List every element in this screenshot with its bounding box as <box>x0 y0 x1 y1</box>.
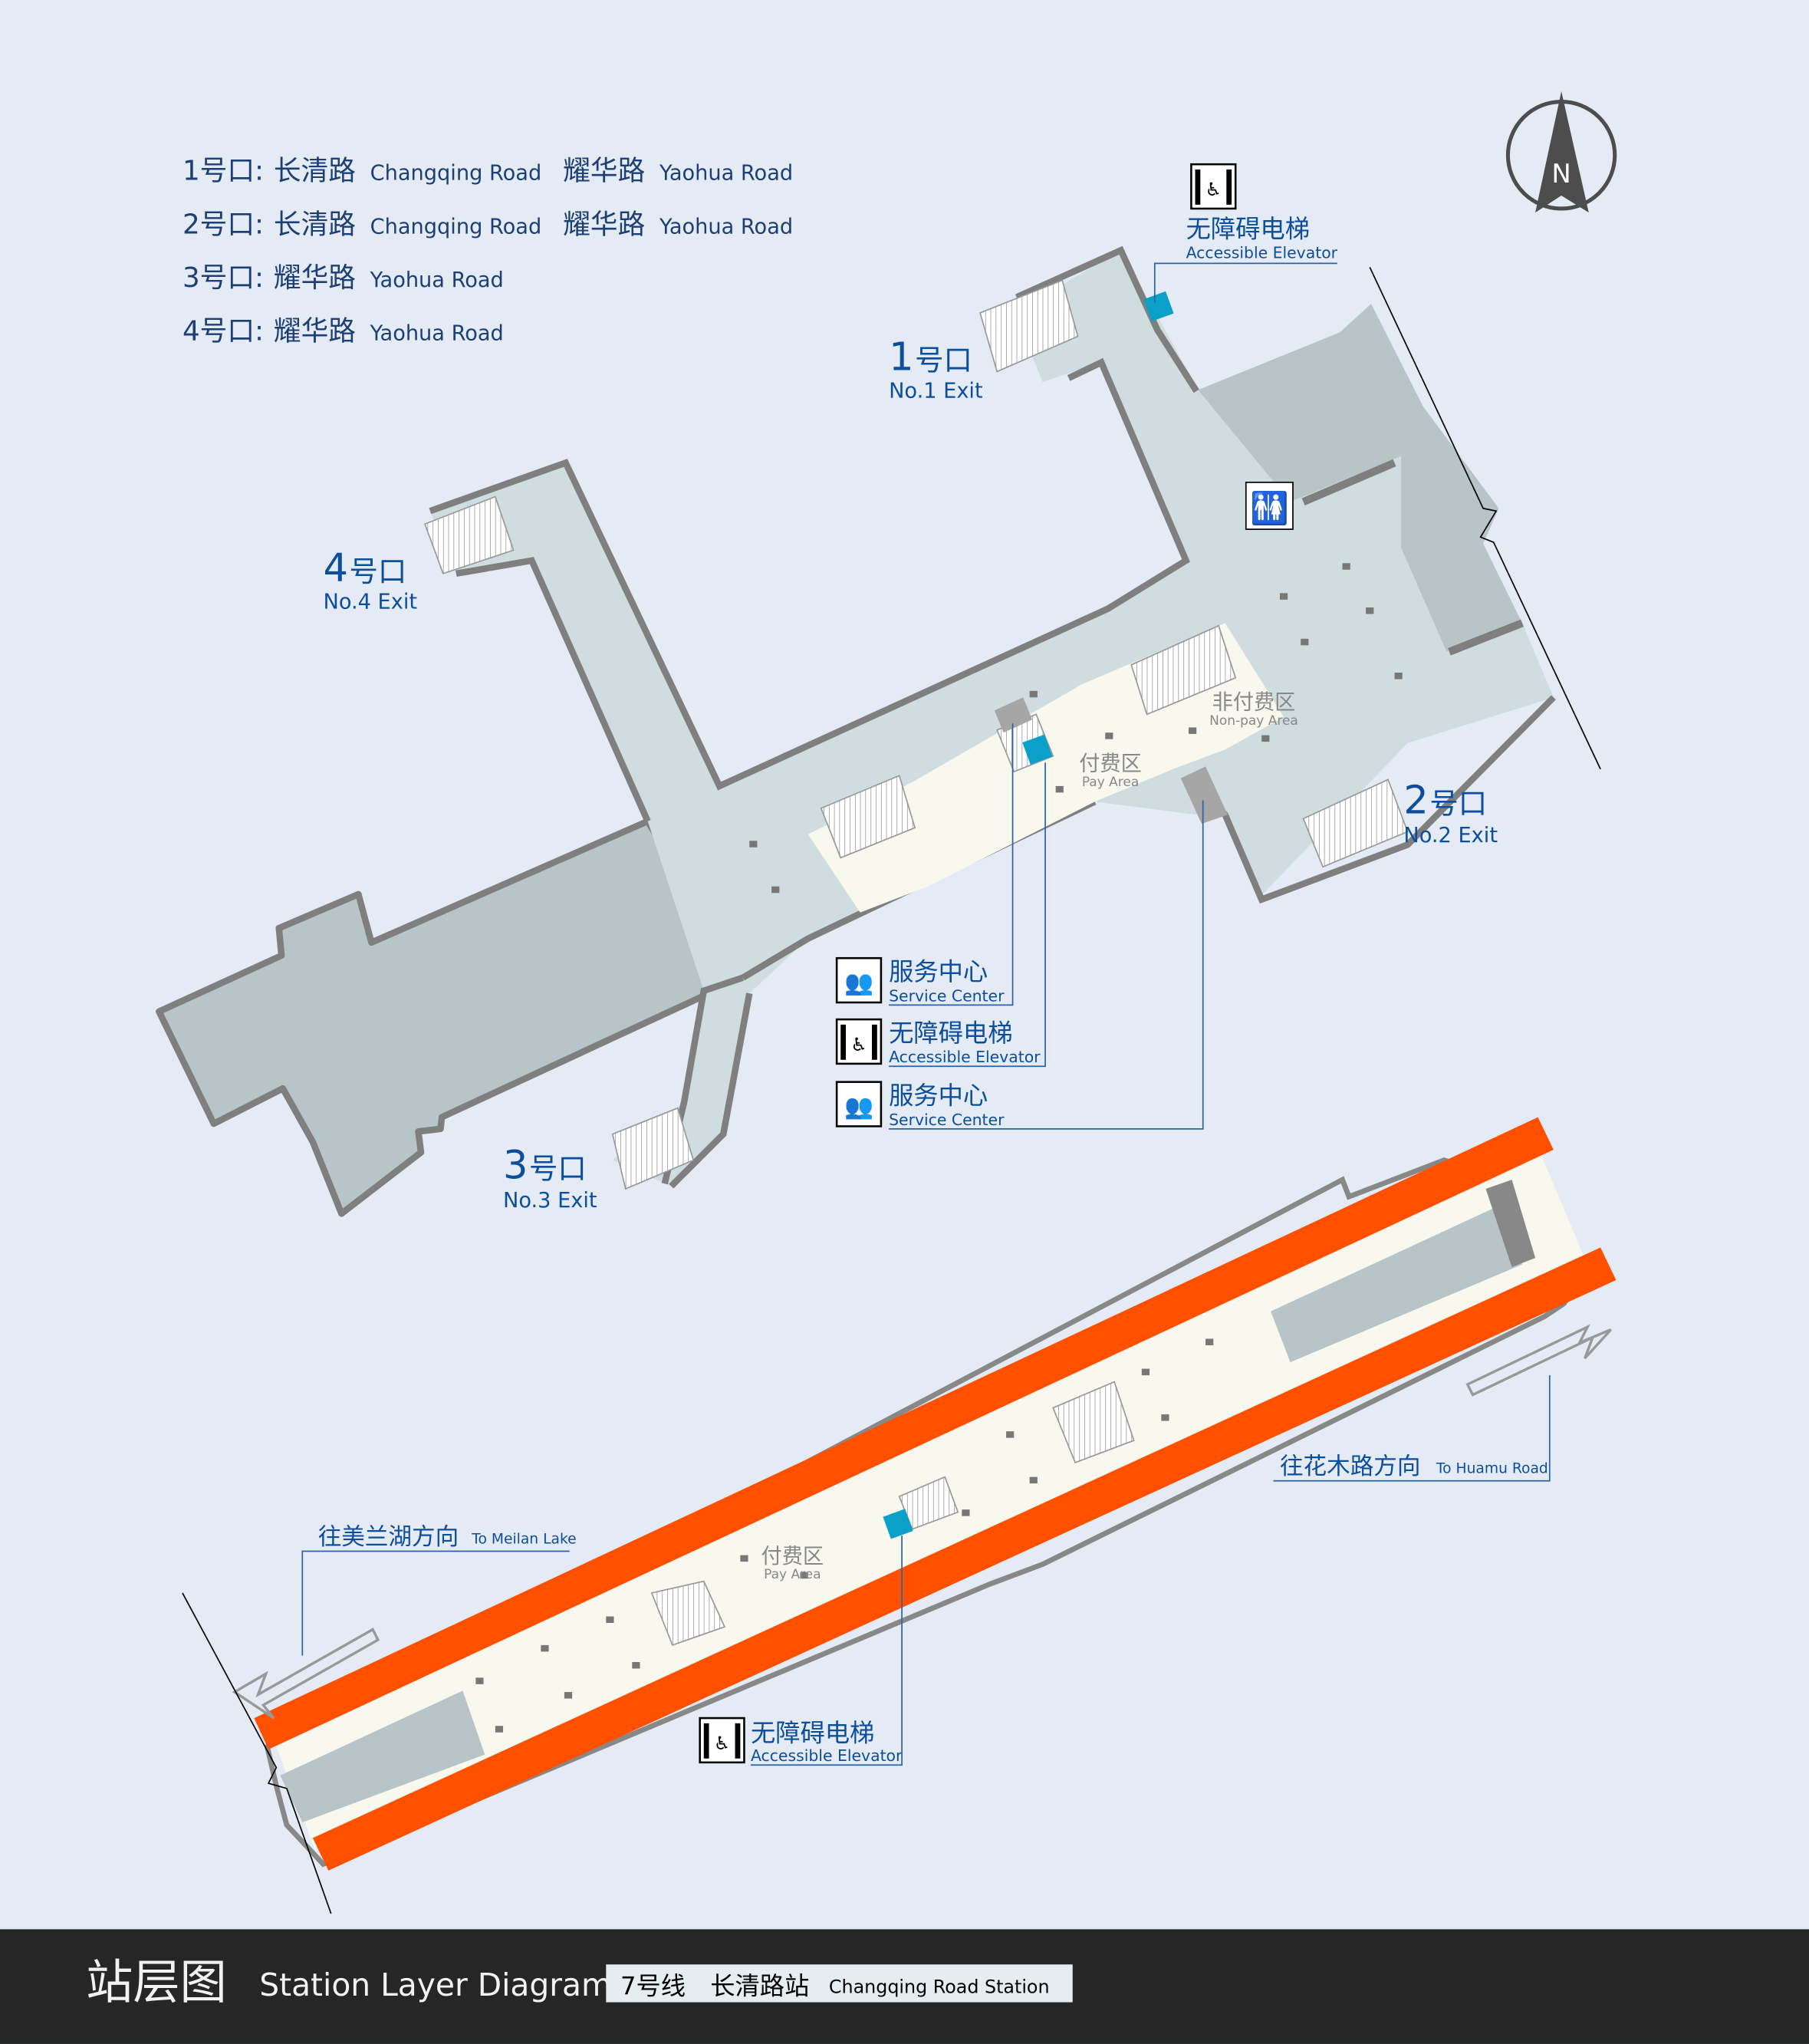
facility-cn: 无障碍电梯 <box>1186 214 1310 243</box>
pay-area-label-en: Pay Area <box>1082 775 1139 790</box>
svg-text:👥: 👥 <box>844 970 873 997</box>
line-label: 7号线 <box>620 1971 686 2000</box>
exit-number: 3 <box>503 1143 528 1188</box>
station-badge <box>606 1964 1073 2003</box>
accessible-elevator-icon: ♿ <box>835 1018 883 1065</box>
service-center-icon: 👥 <box>835 1081 883 1127</box>
service-center-callout-1: 👥 服务中心 Service Center <box>835 723 1014 1006</box>
accessible-elevator-icon: ♿ <box>699 1716 745 1764</box>
north-compass-icon: N <box>1505 91 1617 213</box>
facility-cn: 无障碍电梯 <box>751 1719 874 1748</box>
elevator-callout-platform: ♿ 无障碍电梯 Accessible Elevator <box>699 1535 903 1766</box>
legend-row-3: 3号口: 耀华路 Yaohua Road <box>183 262 504 294</box>
road-en: Yaohua Road <box>659 215 793 239</box>
road-cn: 耀华路 <box>274 262 356 294</box>
exit-en: No.2 Exit <box>1403 824 1498 848</box>
facility-cn: 服务中心 <box>889 957 988 986</box>
exit-number: 2 <box>1403 778 1428 824</box>
platform-pay-area-label: 付费区 <box>761 1545 824 1568</box>
footer-bar: 站层图 Station Layer Diagram 7号线 长清路站 Chang… <box>0 1929 1809 2044</box>
exit-en: No.3 Exit <box>503 1189 597 1213</box>
legend-exit-label: 1号口: <box>183 156 264 187</box>
accessible-elevator-icon: ♿ <box>1190 163 1237 210</box>
service-center-icon: 👥 <box>835 956 883 1004</box>
nonpay-area-label-en: Non-pay Area <box>1209 713 1298 729</box>
exit-number: 4 <box>323 546 347 591</box>
svg-text:♿: ♿ <box>1205 179 1222 200</box>
direction-cn: 往花木路方向 <box>1280 1453 1420 1480</box>
exit-en: No.4 Exit <box>323 591 417 614</box>
facility-cn: 无障碍电梯 <box>889 1019 1012 1048</box>
pillars <box>749 563 1403 894</box>
exit-label-1: 1 号口 No.1 Exit <box>889 335 983 403</box>
exit-label-4: 4 号口 No.4 Exit <box>323 546 417 614</box>
elevator-marker <box>883 1509 913 1539</box>
road-cn: 耀华路 <box>274 316 356 347</box>
svg-text:👥: 👥 <box>844 1094 873 1121</box>
road-en: Changqing Road <box>370 162 542 186</box>
facility-en: Service Center <box>889 986 1005 1005</box>
station-en: Changqing Road Station <box>829 1977 1050 1998</box>
compass-label: N <box>1551 159 1571 189</box>
footer-title-en: Station Layer Diagram <box>259 1967 612 2003</box>
legend-exit-label: 4号口: <box>183 316 264 347</box>
elevator-marker <box>1022 734 1053 765</box>
pillars <box>475 1338 1214 1733</box>
exit-number: 1 <box>889 335 913 380</box>
road-en: Yaohua Road <box>659 162 793 186</box>
exit-cn: 号口 <box>915 344 972 377</box>
direction-meilan: 往美兰湖方向 To Meilan Lake <box>301 1524 577 1656</box>
road-cn: 耀华路 <box>563 156 645 187</box>
arrow-right-icon <box>1465 1324 1612 1397</box>
footer-title-cn: 站层图 <box>86 1955 227 2009</box>
direction-en: To Meilan Lake <box>471 1531 576 1547</box>
platform-pay-area-label-en: Pay Area <box>764 1567 821 1582</box>
concourse-level: 🚻 非付费区 Non-pay Area 付费区 Pay Area <box>156 245 1601 1217</box>
legend-row-4: 4号口: 耀华路 Yaohua Road <box>183 316 504 347</box>
direction-cn: 往美兰湖方向 <box>318 1524 459 1551</box>
road-cn: 长清路 <box>274 156 356 187</box>
arrow-left-icon <box>232 1628 380 1720</box>
direction-huamu: 往花木路方向 To Huamu Road <box>1273 1375 1551 1482</box>
exit-legend: 1号口: 长清路 Changqing Road 耀华路 Yaohua Road … <box>183 156 793 347</box>
track-lower <box>312 1247 1617 1871</box>
service-center-callout-2: 👥 服务中心 Service Center <box>835 800 1204 1130</box>
restroom-icon: 🚻 <box>1245 482 1294 530</box>
facility-en: Accessible Elevator <box>889 1048 1041 1066</box>
track-upper <box>254 1117 1554 1749</box>
facility-en: Accessible Elevator <box>751 1746 903 1765</box>
legend-row-1: 1号口: 长清路 Changqing Road 耀华路 Yaohua Road <box>183 156 793 187</box>
road-en: Yaohua Road <box>370 268 504 292</box>
svg-text:🚻: 🚻 <box>1250 489 1289 526</box>
svg-text:♿: ♿ <box>714 1733 730 1754</box>
legend-exit-label: 3号口: <box>183 262 264 294</box>
road-cn: 耀华路 <box>563 209 645 240</box>
elevator-callout-top: ♿ 无障碍电梯 Accessible Elevator <box>1153 163 1338 303</box>
exit-cn: 号口 <box>349 555 406 588</box>
legend-row-2: 2号口: 长清路 Changqing Road 耀华路 Yaohua Road <box>183 209 793 240</box>
nonpay-area-label: 非付费区 <box>1212 691 1296 715</box>
exit-cn: 号口 <box>1429 787 1487 821</box>
facility-cn: 服务中心 <box>889 1081 988 1111</box>
legend-exit-label: 2号口: <box>183 209 264 240</box>
pay-area-label: 付费区 <box>1079 752 1142 775</box>
road-cn: 长清路 <box>274 209 356 240</box>
facility-en: Accessible Elevator <box>1186 244 1338 262</box>
exit-cn: 号口 <box>529 1151 587 1185</box>
facility-en: Service Center <box>889 1111 1005 1129</box>
exit-label-3: 3 号口 No.3 Exit <box>503 1143 597 1212</box>
road-en: Yaohua Road <box>370 322 504 346</box>
road-en: Changqing Road <box>370 215 542 239</box>
svg-text:♿: ♿ <box>850 1034 867 1055</box>
exit-label-2: 2 号口 No.2 Exit <box>1403 778 1498 848</box>
exit-en: No.1 Exit <box>889 379 983 403</box>
platform-level: 付费区 Pay Area <box>182 1117 1617 1914</box>
elevator-marker <box>1143 291 1174 322</box>
station-cn: 长清路站 <box>710 1971 809 2000</box>
direction-en: To Huamu Road <box>1436 1461 1548 1477</box>
elevator-callout-mid: ♿ 无障碍电梯 Accessible Elevator <box>835 762 1046 1068</box>
